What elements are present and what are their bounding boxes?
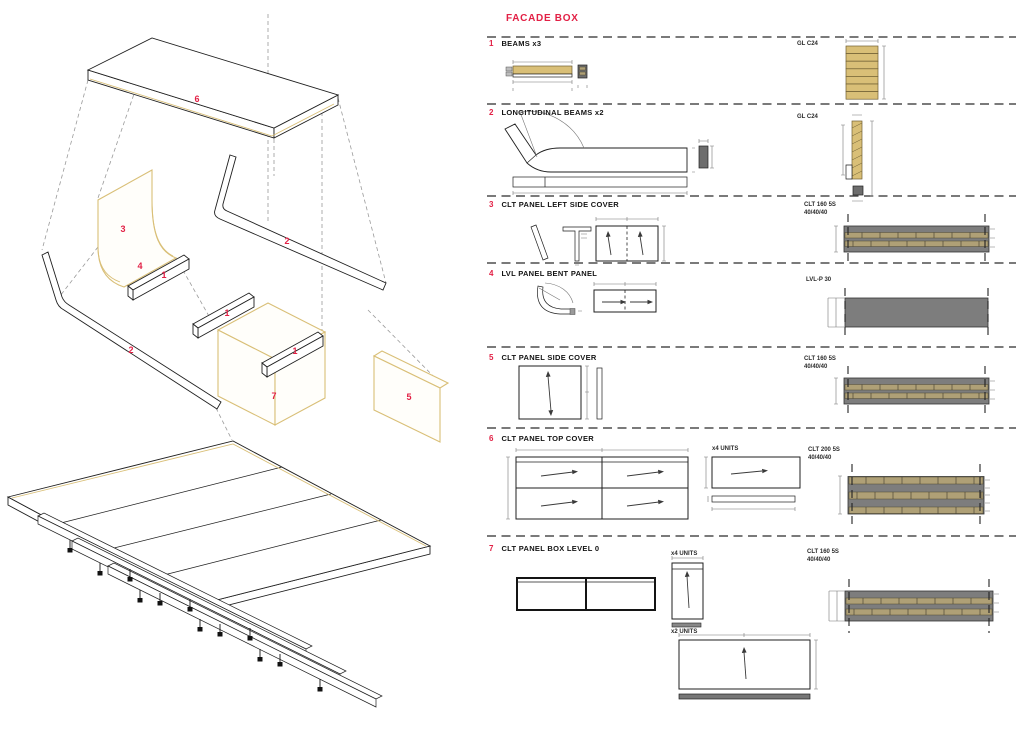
item7-box-elevation bbox=[516, 577, 656, 611]
item1-glulam-stack bbox=[845, 39, 886, 100]
item3-spec: CLT 160 5S 40/40/40 bbox=[804, 202, 836, 217]
item7-spec: CLT 160 5S 40/40/40 bbox=[807, 549, 839, 564]
axo-foundation-joists bbox=[37, 512, 383, 708]
item3-t-profile bbox=[562, 226, 592, 266]
axo-longitudinal-beam-left bbox=[41, 251, 222, 410]
item7-units-label-b: x2 UNITS bbox=[671, 629, 698, 635]
callout-top-cover: 6 bbox=[194, 94, 200, 104]
item7-side-unit-panel bbox=[671, 556, 704, 628]
axo-longitudinal-beam-right bbox=[214, 154, 387, 291]
item1-beam-cross-section bbox=[577, 64, 588, 88]
item2-title: LONGITUDINAL BEAMS x2 bbox=[501, 108, 604, 117]
item4-lvl-section bbox=[827, 288, 989, 337]
item2-number: 2 bbox=[489, 108, 494, 117]
item4-panel-plan bbox=[593, 282, 657, 313]
item2-spec: GL C24 bbox=[797, 114, 818, 120]
callout-cross-beam-3: 1 bbox=[292, 346, 298, 356]
item7-number: 7 bbox=[489, 544, 494, 553]
item6-panel-layout bbox=[506, 448, 689, 520]
axo-cross-beams bbox=[127, 254, 324, 378]
item3-title: CLT PANEL LEFT SIDE COVER bbox=[501, 200, 619, 209]
item2-bent-beam-profile bbox=[504, 111, 695, 173]
item2-beam-cross-section bbox=[698, 139, 714, 169]
item5-spec: CLT 160 5S 40/40/40 bbox=[804, 356, 836, 371]
callout-cross-beam-1: 1 bbox=[161, 270, 167, 280]
item5-panel-plan bbox=[518, 365, 589, 420]
item5-edge-strip bbox=[596, 367, 603, 420]
item3-header: 3 CLT PANEL LEFT SIDE COVER bbox=[489, 200, 619, 209]
item6-number: 6 bbox=[489, 434, 494, 443]
item6-spec: CLT 200 5S 40/40/40 bbox=[808, 447, 840, 462]
item7-clt-section bbox=[828, 579, 999, 633]
item5-header: 5 CLT PANEL SIDE COVER bbox=[489, 353, 597, 362]
item3-edge-strip bbox=[530, 224, 549, 261]
callout-cross-beam-2: 1 bbox=[224, 308, 230, 318]
item4-header: 4 LVL PANEL BENT PANEL bbox=[489, 269, 597, 278]
axo-curved-side-panel bbox=[97, 169, 178, 288]
item7-units-label-a: x4 UNITS bbox=[671, 551, 698, 557]
item3-clt-section bbox=[834, 214, 995, 264]
callout-beam-right: 2 bbox=[284, 236, 290, 246]
sheet-title: FACADE BOX bbox=[506, 13, 579, 24]
item1-number: 1 bbox=[489, 39, 494, 48]
item3-panel-plan bbox=[595, 217, 666, 262]
item7-header: 7 CLT PANEL BOX LEVEL 0 bbox=[489, 544, 599, 553]
item5-title: CLT PANEL SIDE COVER bbox=[501, 353, 597, 362]
item7-title: CLT PANEL BOX LEVEL 0 bbox=[501, 544, 600, 553]
item2-header: 2 LONGITUDINAL BEAMS x2 bbox=[489, 108, 604, 117]
callout-side-cover: 5 bbox=[406, 392, 412, 402]
item7-bottom-unit-panel bbox=[678, 633, 818, 700]
item4-bent-profile bbox=[537, 282, 582, 315]
axo-side-cover-panel bbox=[372, 350, 450, 443]
item1-header: 1 BEAMS x3 bbox=[489, 39, 541, 48]
item4-spec: LVL-P 30 bbox=[806, 277, 832, 283]
item2-beam-plan-view bbox=[512, 176, 688, 195]
item1-title: BEAMS x3 bbox=[501, 39, 542, 48]
callout-clt-box: 7 bbox=[271, 391, 277, 401]
item6-unit-panel bbox=[704, 456, 801, 511]
axo-clt-box bbox=[216, 302, 327, 426]
row-separators bbox=[487, 36, 1016, 537]
item6-clt-section bbox=[838, 464, 990, 526]
item5-number: 5 bbox=[489, 353, 494, 362]
exploded-axonometric bbox=[6, 14, 450, 708]
item1-spec: GL C24 bbox=[797, 41, 818, 47]
item6-title: CLT PANEL TOP COVER bbox=[501, 434, 594, 443]
item6-units-label: x4 UNITS bbox=[712, 446, 739, 452]
item4-title: LVL PANEL BENT PANEL bbox=[501, 269, 598, 278]
item1-beam-side-view bbox=[505, 60, 573, 91]
callout-beam-left: 2 bbox=[128, 345, 134, 355]
callout-bent-panel: 4 bbox=[137, 261, 143, 271]
axo-top-cover-panel bbox=[86, 37, 340, 139]
parts-list-drawings bbox=[487, 36, 1016, 700]
item4-number: 4 bbox=[489, 269, 494, 278]
item3-number: 3 bbox=[489, 200, 494, 209]
axo-footing-brackets bbox=[67, 540, 323, 692]
item6-header: 6 CLT PANEL TOP COVER bbox=[489, 434, 594, 443]
callout-left-side-cover: 3 bbox=[120, 224, 126, 234]
axo-floor-deck bbox=[6, 440, 432, 612]
item5-clt-section bbox=[834, 366, 995, 416]
item2-glulam-section bbox=[841, 114, 874, 202]
